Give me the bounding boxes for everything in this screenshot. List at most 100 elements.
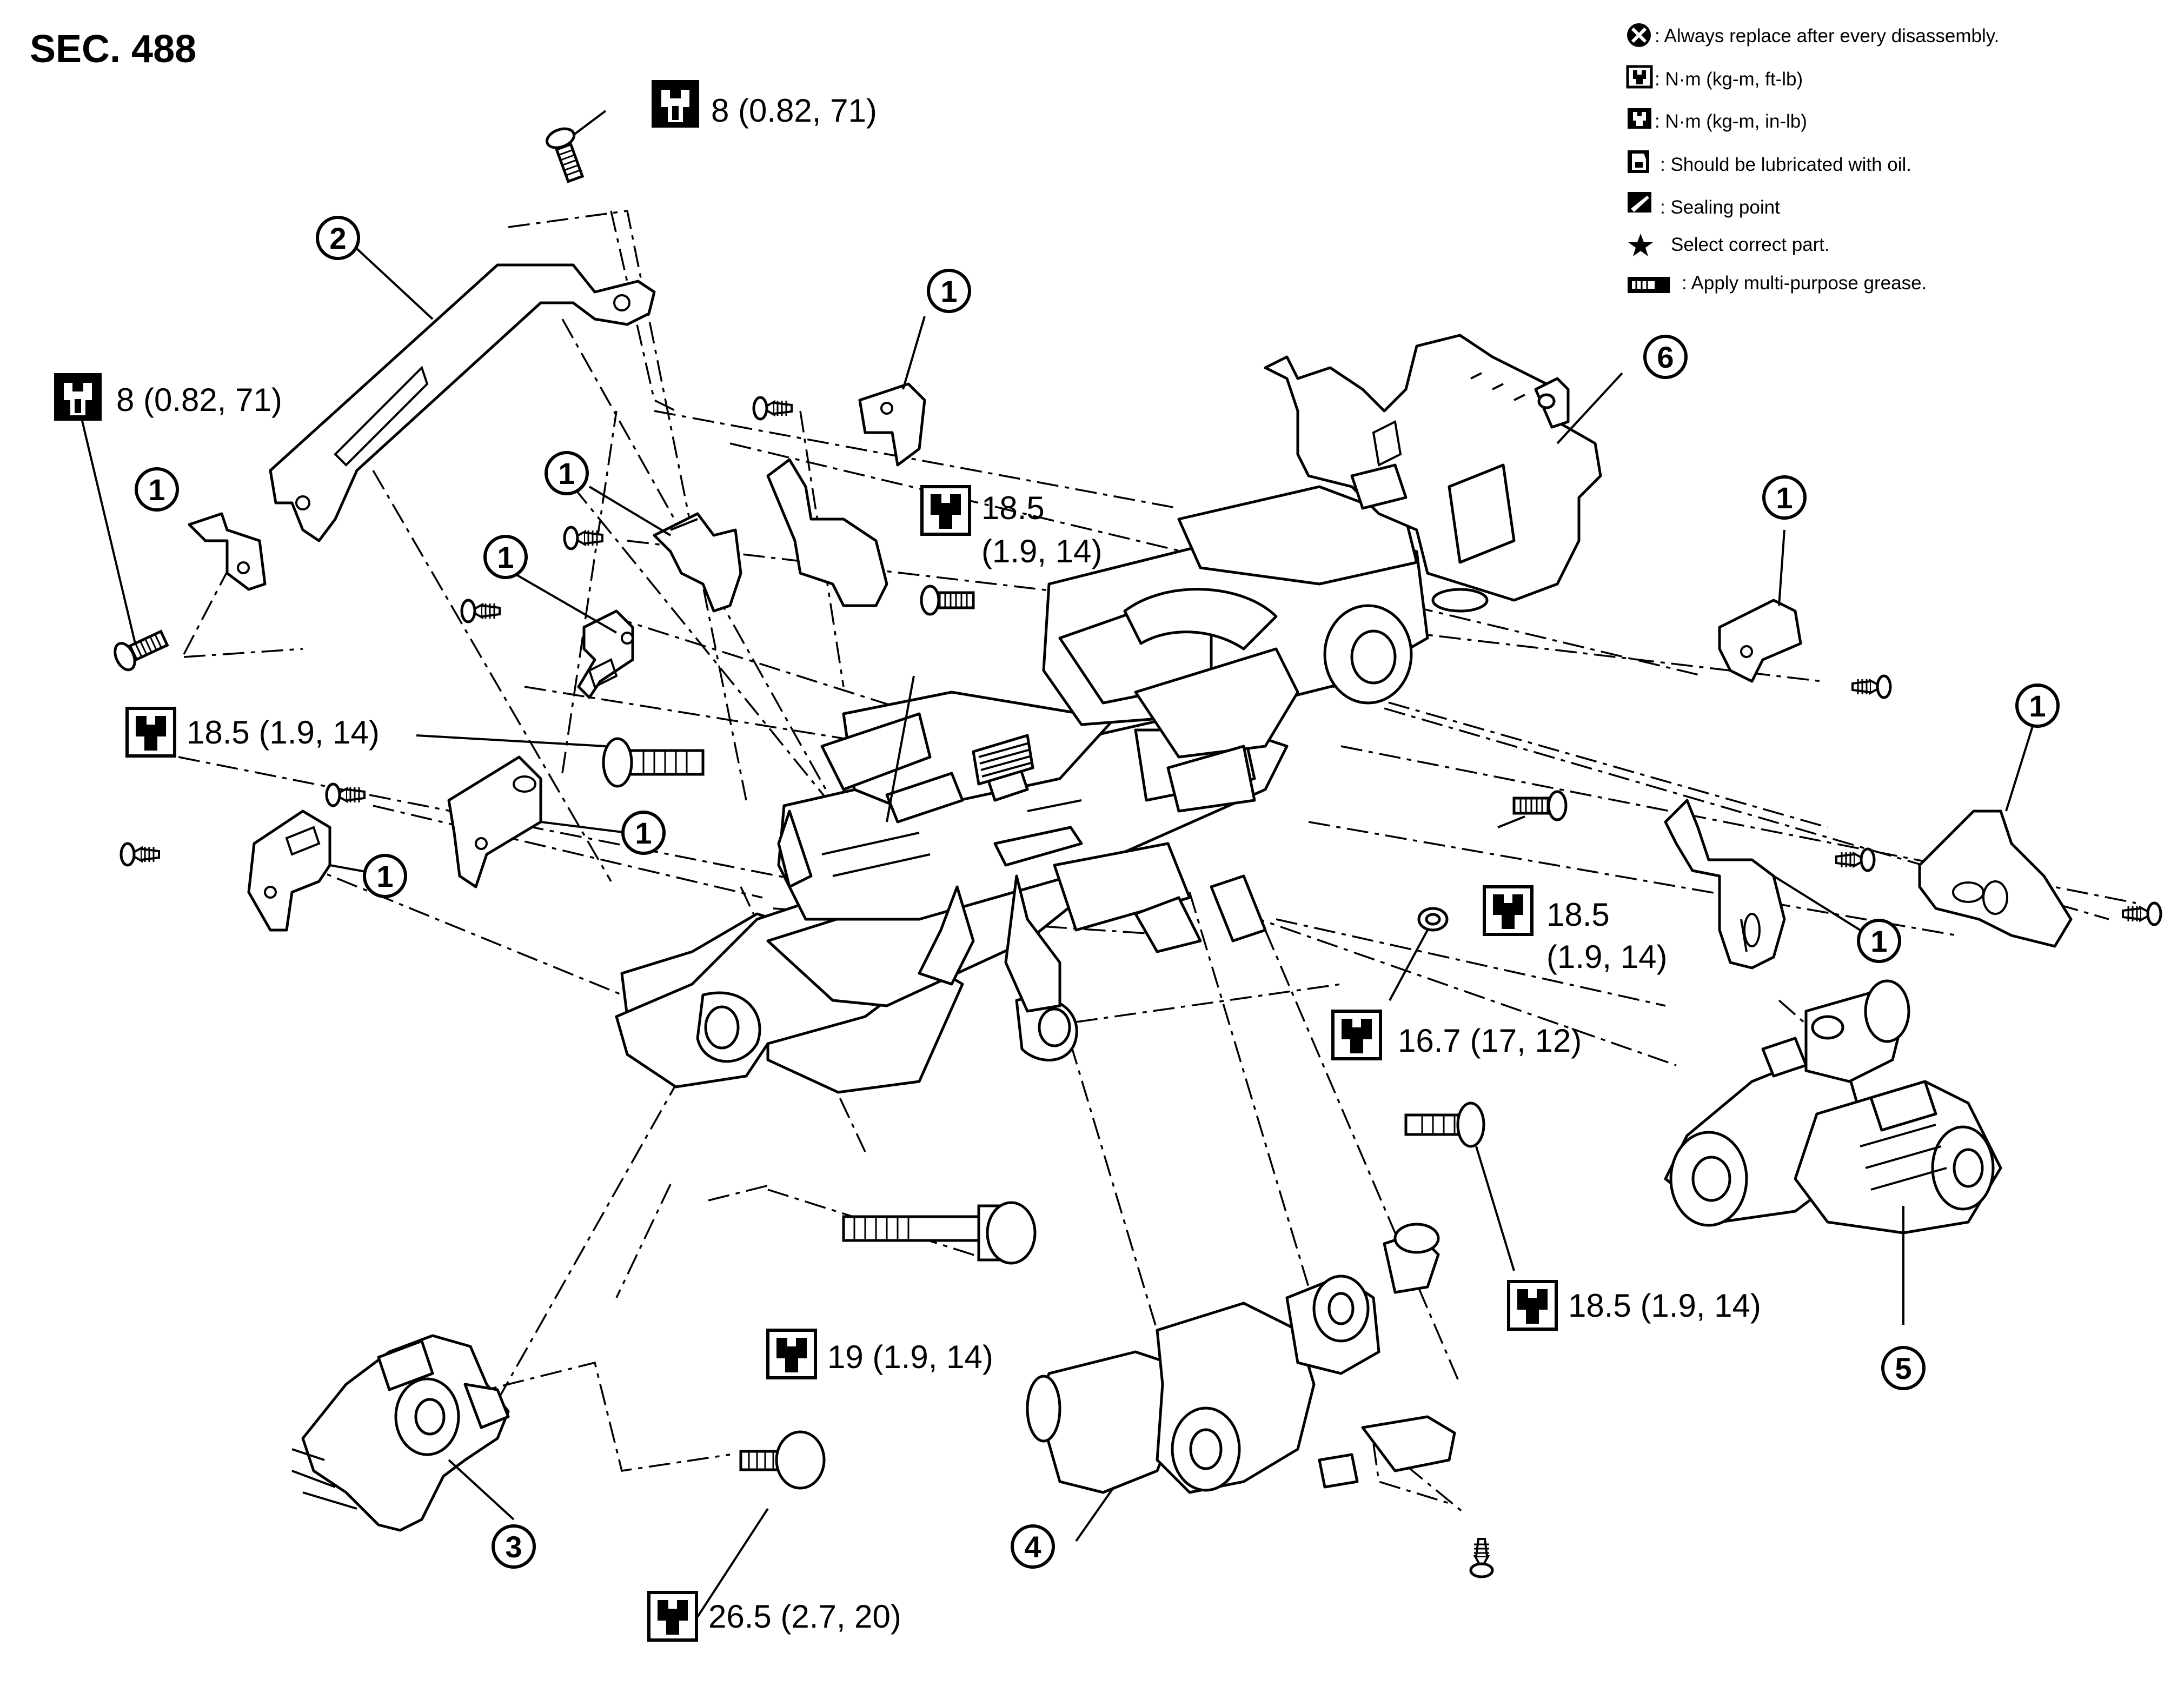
torque-spec-t5-line1: 18.5 xyxy=(1546,897,1610,933)
part2-bracket xyxy=(269,263,656,542)
part5-telescopic-motor xyxy=(1664,979,2002,1235)
screw-b xyxy=(565,527,602,549)
screw-i xyxy=(1471,1539,1492,1577)
svg-text:1: 1 xyxy=(376,859,393,893)
top-bolt xyxy=(545,125,589,184)
bracket-1a xyxy=(188,512,267,591)
replace-icon xyxy=(1627,23,1651,47)
torque-icon-t8 xyxy=(768,1330,815,1378)
torque-spec-t8: 19 (1.9, 14) xyxy=(827,1339,993,1375)
callout-1-b: 1 xyxy=(135,467,179,512)
torque-specs: 8 (0.82, 71) 8 (0.82, 71) 18.5 (1.9, 14)… xyxy=(54,80,1761,1640)
torque-spec-t3-line1: 18.5 xyxy=(981,490,1045,526)
washer-nut xyxy=(1417,907,1449,932)
torque-icon-t5 xyxy=(1484,887,1532,934)
svg-text:1: 1 xyxy=(1776,481,1793,515)
legend-torque-ftlb-text: : N·m (kg-m, ft-lb) xyxy=(1655,69,1803,90)
bracket-1e xyxy=(577,609,634,699)
legend-grease-text: : Apply multi-purpose grease. xyxy=(1682,273,1927,294)
screw-d xyxy=(327,784,364,806)
oil-icon xyxy=(1628,150,1649,173)
small-brackets xyxy=(188,382,2073,970)
callout-3: 3 xyxy=(492,1524,536,1569)
svg-text:1: 1 xyxy=(940,274,957,308)
torque-inlb-icon xyxy=(1628,108,1651,129)
torque-spec-t2: 8 (0.82, 71) xyxy=(116,382,282,418)
callout-5: 5 xyxy=(1881,1346,1926,1390)
torque-spec-t9: 26.5 (2.7, 20) xyxy=(708,1598,901,1635)
svg-text:1: 1 xyxy=(1870,924,1887,958)
bracket-1j xyxy=(1918,809,2073,948)
bracket-1i xyxy=(1664,799,1786,970)
svg-text:1: 1 xyxy=(635,816,652,850)
torque-spec-t4: 18.5 (1.9, 14) xyxy=(187,714,380,751)
screw-f xyxy=(1853,676,1890,698)
legend-star-text: Select correct part. xyxy=(1671,234,1830,255)
torque-icon-t4 xyxy=(127,708,175,756)
torque-icon-t6 xyxy=(1333,1011,1380,1059)
part-callouts: 2 1 1 1 1 1 1 1 xyxy=(135,216,2060,1569)
torque-icon-t3 xyxy=(922,487,970,534)
legend-oil-text: : Should be lubricated with oil. xyxy=(1660,154,1911,175)
bolt-right-low xyxy=(1404,1101,1485,1148)
bracket-1b xyxy=(858,382,926,467)
torque-spec-t1: 8 (0.82, 71) xyxy=(711,92,877,129)
callout-2: 2 xyxy=(316,216,360,260)
screw-e xyxy=(121,844,159,865)
fasteners xyxy=(111,125,2161,1577)
svg-text:2: 2 xyxy=(329,221,346,255)
section-title: SEC. 488 xyxy=(30,28,196,71)
torque-icon-t2 xyxy=(54,373,102,421)
callout-1-g: 1 xyxy=(1762,475,1807,520)
bolt-large xyxy=(602,737,705,788)
grease-icon xyxy=(1628,277,1670,293)
svg-text:4: 4 xyxy=(1024,1530,1041,1564)
bracket-1d xyxy=(766,458,888,607)
torque-icon-t9 xyxy=(649,1592,696,1640)
callout-1-d: 1 xyxy=(483,535,528,579)
callout-1-a: 1 xyxy=(927,269,971,313)
svg-text:1: 1 xyxy=(497,540,514,574)
screw-a xyxy=(754,397,792,419)
legend-replace-text: : Always replace after every disassembly… xyxy=(1655,25,1999,47)
torque-ftlb-icon xyxy=(1626,65,1653,89)
svg-text:3: 3 xyxy=(505,1530,522,1564)
svg-text:6: 6 xyxy=(1657,340,1674,374)
column-housing xyxy=(615,485,1429,1094)
bolt-left xyxy=(111,626,170,673)
bolt-center xyxy=(921,586,973,614)
star-icon xyxy=(1628,234,1653,256)
part3-universal-joint xyxy=(291,1334,510,1532)
legend: : Always replace after every disassembly… xyxy=(1626,23,1999,294)
torque-spec-t6: 16.7 (17, 12) xyxy=(1398,1023,1582,1059)
callout-6: 6 xyxy=(1643,335,1688,379)
leader-lines xyxy=(80,110,2034,1618)
callout-1-i: 1 xyxy=(1857,919,1901,963)
callout-4: 4 xyxy=(1011,1524,1055,1569)
svg-text:1: 1 xyxy=(558,456,575,490)
top-mounting-bracket xyxy=(1264,334,1602,613)
svg-text:1: 1 xyxy=(148,473,165,507)
torque-spec-t5-line2: (1.9, 14) xyxy=(1546,939,1667,975)
bracket-1g xyxy=(447,755,542,888)
svg-text:5: 5 xyxy=(1895,1351,1911,1385)
screw-c xyxy=(462,600,500,622)
part4-tilt-motor xyxy=(1026,1223,1456,1494)
torque-icon-t1 xyxy=(652,80,699,128)
bolt-bottom xyxy=(739,1430,826,1490)
bolt-right-mid xyxy=(1514,792,1566,820)
screw-g xyxy=(1836,849,1874,871)
callout-1-e: 1 xyxy=(621,811,666,855)
callout-1-h: 1 xyxy=(2015,683,2060,728)
screw-h xyxy=(2123,903,2161,925)
torque-spec-t7: 18.5 (1.9, 14) xyxy=(1568,1287,1761,1324)
torque-icon-t7 xyxy=(1509,1282,1556,1329)
bracket-1f xyxy=(247,809,331,932)
legend-torque-inlb-text: : N·m (kg-m, in-lb) xyxy=(1655,111,1807,132)
legend-sealing-text: : Sealing point xyxy=(1660,197,1780,218)
torque-spec-t3-line2: (1.9, 14) xyxy=(981,533,1102,569)
svg-text:1: 1 xyxy=(2029,689,2046,723)
bracket-1h xyxy=(1718,599,1802,683)
bracket-1c xyxy=(653,512,742,613)
